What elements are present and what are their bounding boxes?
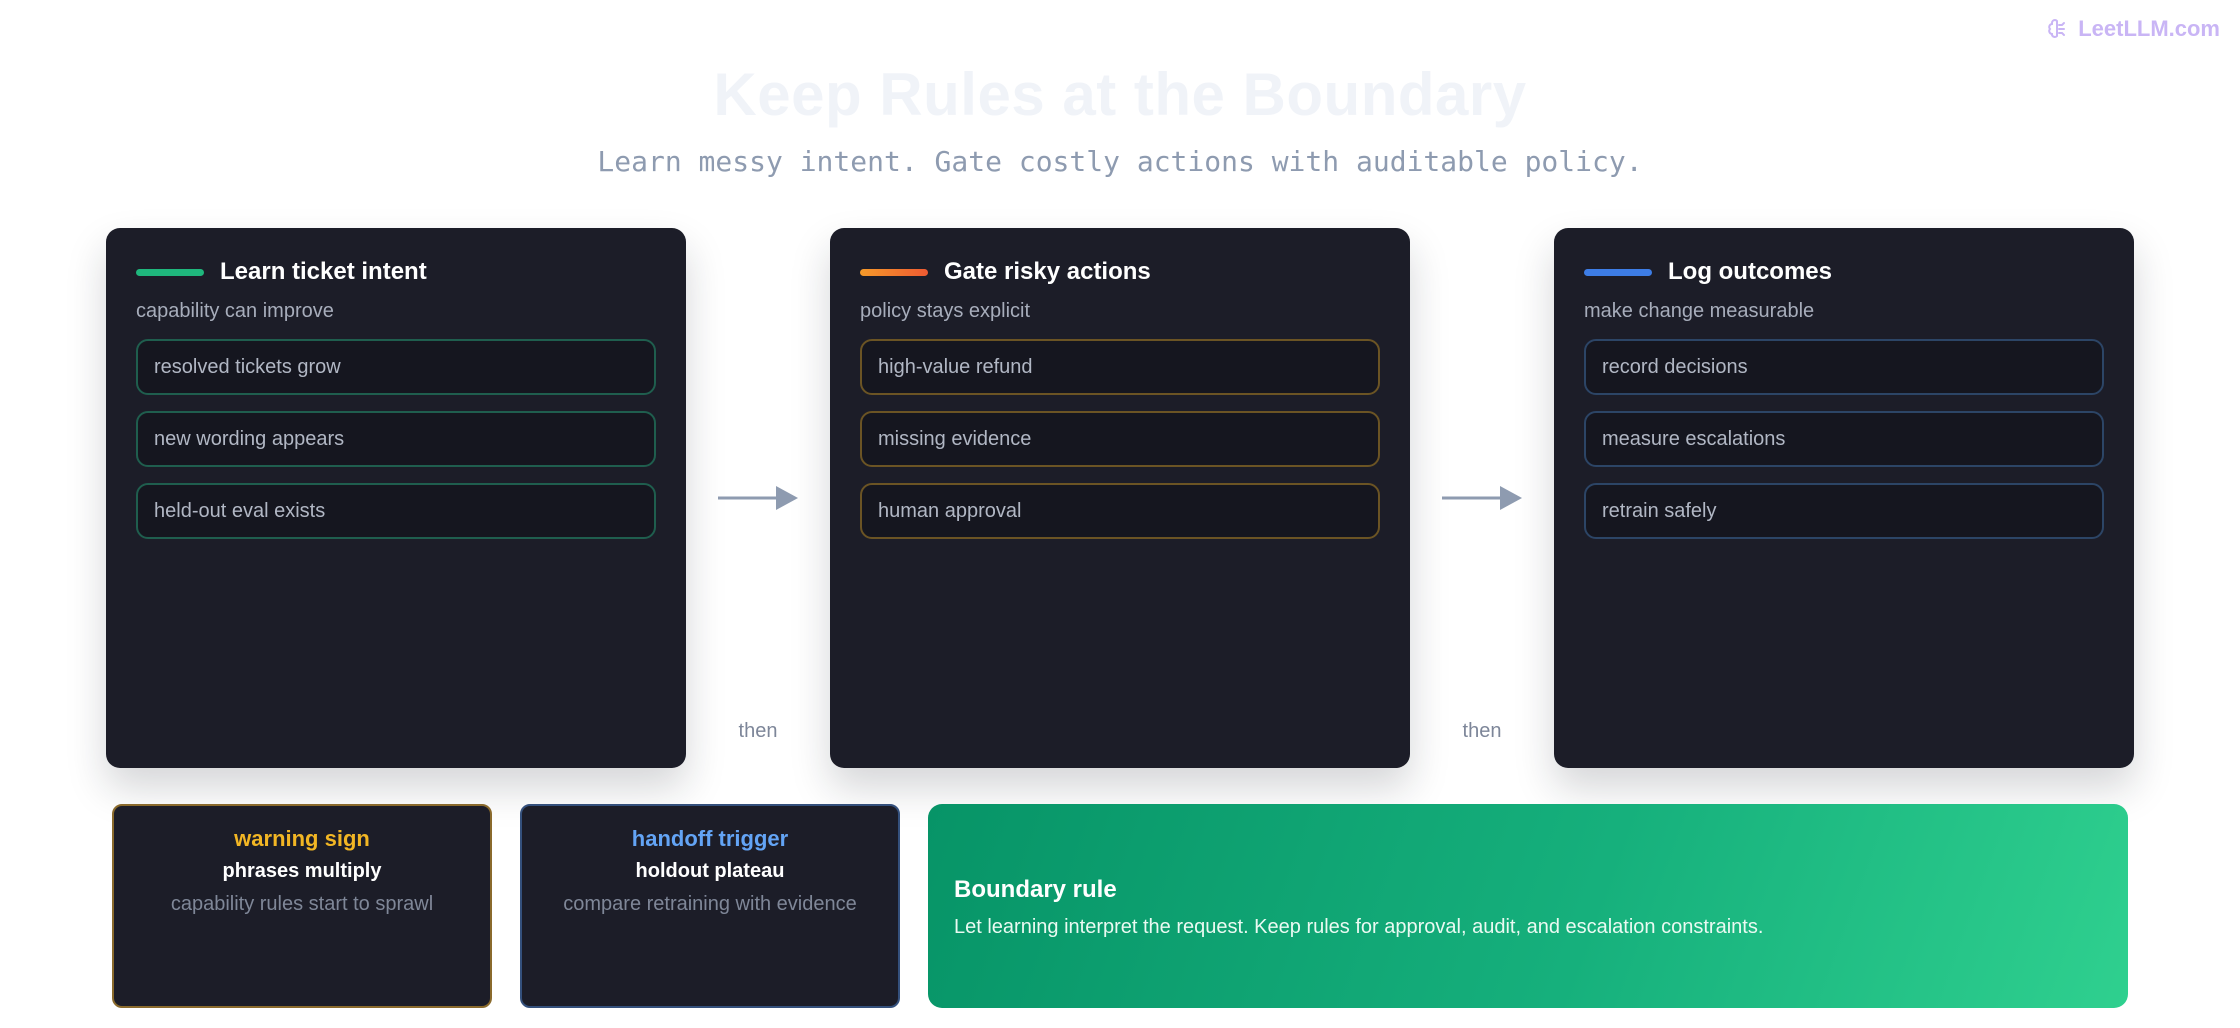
note-strong: holdout plateau — [635, 860, 785, 882]
stage-title: Learn ticket intent — [220, 258, 427, 285]
stage-subtitle: policy stays explicit — [860, 300, 1031, 322]
note-strong: phrases multiply — [222, 860, 382, 882]
stage-title: Gate risky actions — [944, 258, 1151, 285]
stage-item: resolved tickets grow — [136, 339, 656, 395]
stage-item: measure escalations — [1584, 411, 2104, 467]
stage-item: record decisions — [1584, 339, 2104, 395]
note-text: capability rules start to sprawl — [170, 893, 434, 915]
stage-subtitle: capability can improve — [136, 300, 334, 322]
stage-item: high-value refund — [860, 339, 1380, 395]
rule-title: Boundary rule — [954, 876, 1117, 903]
stage-card-log: Log outcomes make change measurable reco… — [1554, 228, 2134, 768]
brand-logo[interactable]: LeetLLM.com — [2046, 16, 2220, 42]
rule-text: Let learning interpret the request. Keep… — [954, 916, 1764, 938]
stage-accent-bar — [1584, 268, 1652, 276]
note-text: compare retraining with evidence — [563, 893, 857, 915]
brain-icon — [2048, 18, 2066, 38]
stage-card-gate: Gate risky actions policy stays explicit… — [830, 228, 1410, 768]
handoff-trigger-card: handoff trigger holdout plateau compare … — [520, 804, 900, 1008]
arrow-right-icon — [718, 486, 798, 510]
connector-label: then — [1462, 720, 1502, 742]
page-subtitle: Learn messy intent. Gate costly actions … — [597, 145, 1643, 178]
connector-label: then — [738, 720, 778, 742]
note-title: warning sign — [234, 826, 370, 851]
note-title: handoff trigger — [631, 826, 789, 851]
brand-name: LeetLLM.com — [2078, 16, 2220, 41]
stage-item: missing evidence — [860, 411, 1380, 467]
warning-sign-card: warning sign phrases multiply capability… — [112, 804, 492, 1008]
stage-item: new wording appears — [136, 411, 656, 467]
stage-accent-bar — [860, 268, 928, 276]
arrow-right-icon — [1442, 486, 1522, 510]
boundary-rule-banner: Boundary rule Let learning interpret the… — [928, 804, 2128, 1008]
stage-item: retrain safely — [1584, 483, 2104, 539]
stage-accent-bar — [136, 268, 204, 276]
stage-card-learn: Learn ticket intent capability can impro… — [106, 228, 686, 768]
stage-title: Log outcomes — [1668, 258, 1833, 285]
stage-subtitle: make change measurable — [1584, 300, 1815, 322]
stage-item: held-out eval exists — [136, 483, 656, 539]
page-title: Keep Rules at the Boundary — [713, 61, 1527, 128]
stage-item: human approval — [860, 483, 1380, 539]
